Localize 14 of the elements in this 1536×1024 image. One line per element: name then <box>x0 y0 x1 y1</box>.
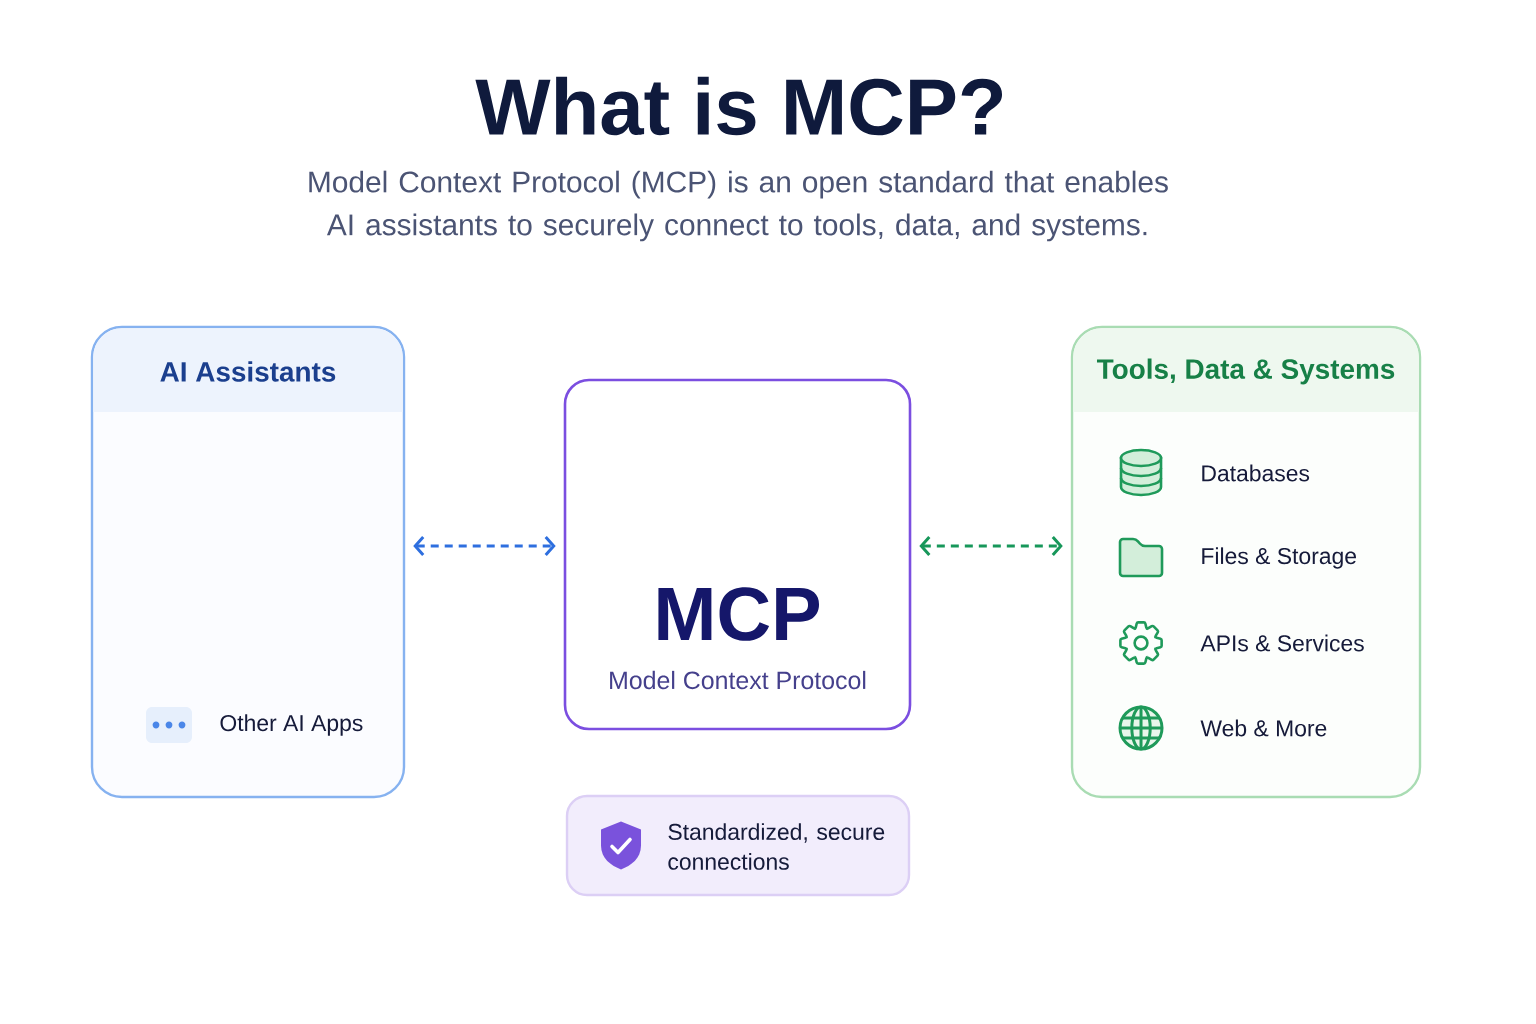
double-arrow <box>919 536 1063 556</box>
panel-header: AI Assistants <box>93 328 403 412</box>
list-item: Files & Storage <box>1202 547 1356 569</box>
box-title: MCP <box>658 587 820 641</box>
list-item: Other AI Apps <box>220 714 363 736</box>
box-subtitle: Model Context Protocol <box>610 670 866 690</box>
panel-header: Tools, Data & Systems <box>1073 328 1419 412</box>
list-item: APIs & Services <box>1200 634 1364 652</box>
double-arrow <box>413 536 556 556</box>
subtitle: Model Context Protocol (MCP) is an open standard that enables AI assistants to securely connect to tools, data, and systems. <box>309 170 1168 242</box>
list-item: Web & More <box>1200 719 1327 737</box>
badge: Standardized, secure connections <box>565 794 911 897</box>
title: What is MCP? <box>475 76 1003 136</box>
list-item: Databases <box>1202 464 1310 482</box>
